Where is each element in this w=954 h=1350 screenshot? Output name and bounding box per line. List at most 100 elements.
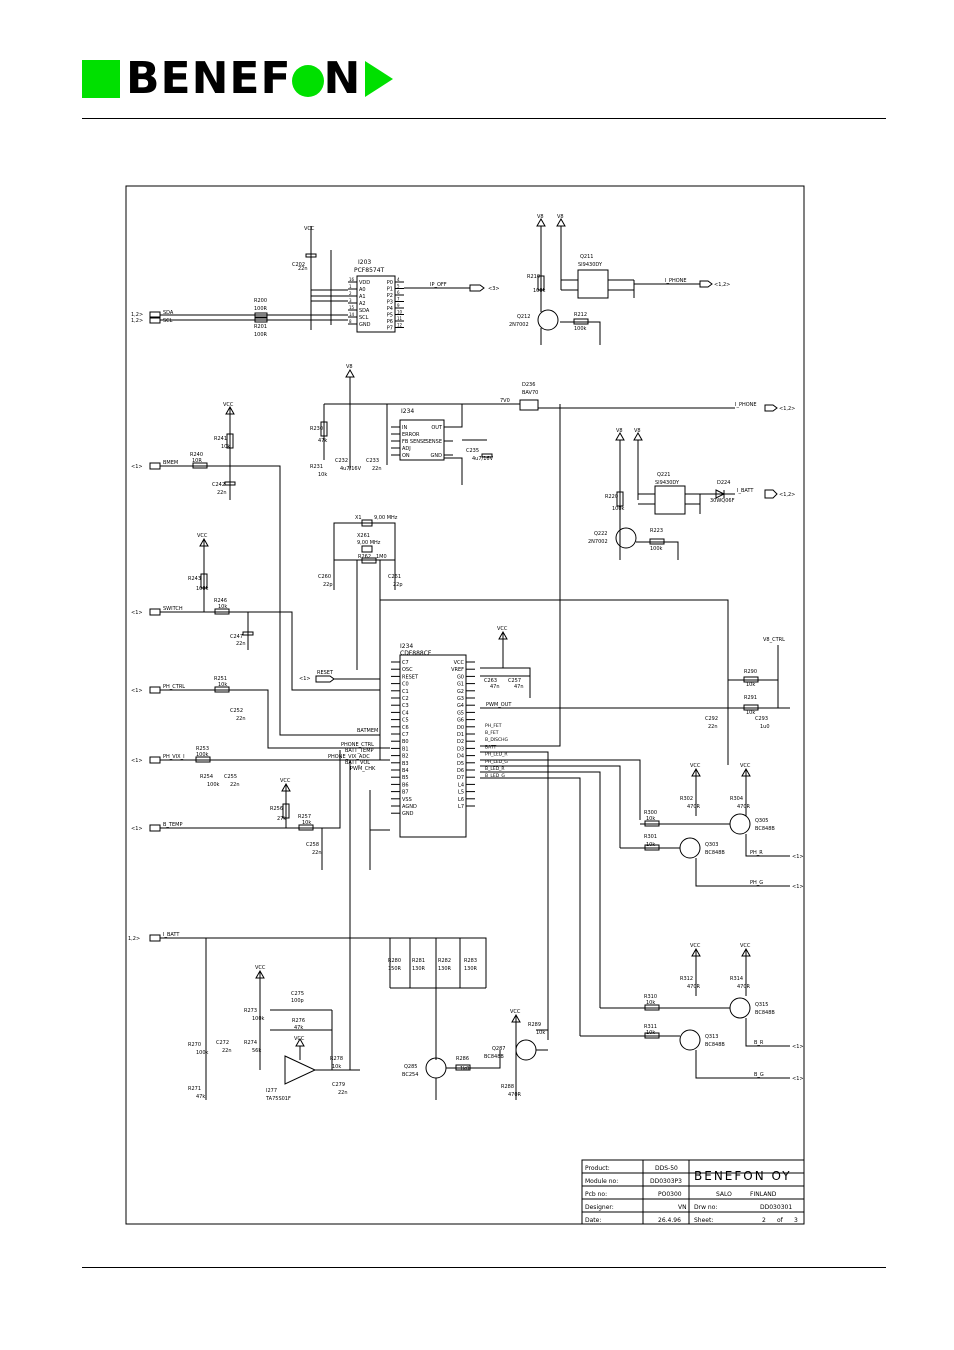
sheets-value: 3	[794, 1217, 798, 1224]
i203-left-pin-label: SCL	[359, 315, 369, 321]
r274-ref: R274	[244, 1040, 257, 1046]
drw-label: Drw no:	[694, 1204, 717, 1211]
c258-value: 22n	[312, 850, 322, 856]
r310-value: 10k	[646, 1000, 655, 1006]
i203-left-pin-label: A2	[359, 301, 366, 307]
mcu-right-pin-label: L7	[458, 804, 464, 810]
r291-body	[743, 704, 759, 711]
q211-body	[577, 269, 609, 299]
title-block-frame	[581, 1159, 805, 1225]
q212-body	[537, 309, 559, 331]
sheet-label: Sheet:	[694, 1217, 713, 1224]
r310-ref: R310	[644, 994, 657, 1000]
mcu-left-pin-label: C6	[402, 725, 409, 731]
vcc-arrow-4	[498, 630, 508, 640]
regulator-left-pin-label: FB SENSE	[402, 439, 426, 445]
r312-value: 470R	[687, 984, 701, 990]
i203-left-pin-label: SDA	[359, 308, 370, 314]
r251-ref: R251	[214, 676, 227, 682]
q315-body	[729, 997, 751, 1019]
mcu-left-pin-label: AGND	[402, 804, 417, 810]
mcu-left-pin-label: B0	[402, 739, 409, 745]
c263-value: 47n	[490, 684, 500, 690]
c272-value: 22n	[222, 1048, 232, 1054]
i-phone-port-1	[699, 280, 713, 288]
i-batt-ref-2: 1,2>	[128, 936, 140, 942]
r257-body	[298, 824, 314, 831]
mcu-left-pin-label: B4	[402, 768, 409, 774]
vcc-label-3: VCC	[197, 533, 208, 539]
mcu-left-pin-label: C3	[402, 703, 409, 709]
q303-ref: Q303	[705, 842, 718, 848]
module-label: Module no:	[585, 1178, 618, 1185]
c293-value: 1u0	[760, 724, 770, 730]
q211-part: SI9430DY	[578, 262, 603, 268]
7v0-label: 7V0	[500, 398, 510, 404]
i-phone-label-2: I_PHONE	[735, 402, 757, 408]
r302-ref: R302	[680, 796, 693, 802]
c275-value: 100p	[291, 998, 304, 1004]
c202-body	[305, 253, 317, 258]
r230-value: 47k	[318, 438, 327, 444]
scl-label: SCL	[163, 318, 173, 324]
v8-ctrl-wires	[728, 645, 779, 708]
mcu-right-pin-label: D0	[457, 725, 464, 731]
mcu-right-pin-label: L5	[458, 790, 464, 796]
i203-right-pin-number: 4	[397, 277, 400, 282]
r302-value: 470R	[687, 804, 701, 810]
r312-ref: R312	[680, 976, 693, 982]
logo-green-circle	[291, 65, 324, 97]
i277-ref: I277	[266, 1088, 277, 1094]
r310-body	[644, 1004, 660, 1011]
regulator-left-pin-label: IN	[402, 425, 407, 431]
mcu-d-net-label: BATT	[485, 744, 496, 750]
vcc-label-11: VCC	[690, 943, 701, 949]
mcu-left-pin-label: C4	[402, 710, 409, 716]
r200-value: 100R	[254, 306, 268, 312]
i203-right-pin-number: 11	[397, 316, 403, 321]
vcc-arrow-5	[281, 782, 291, 792]
q303-body	[679, 837, 701, 859]
r200-body	[254, 312, 268, 318]
regulator-right-pin-label: GND	[431, 453, 443, 459]
c292-value: 22n	[708, 724, 718, 730]
b-g-ref: <1>	[792, 1076, 804, 1082]
i203-right-pin-number: 7	[397, 297, 400, 302]
mcu-d-net-label: B_DISCHG	[485, 737, 509, 743]
v8-ctrl-label: V8_CTRL	[763, 637, 785, 643]
ph-vix-port	[149, 756, 161, 764]
mcu-right-pin-label: D5	[457, 761, 464, 767]
q315-ref: Q315	[755, 1002, 768, 1008]
r286-ref: R286	[456, 1056, 469, 1062]
ph-ctrl-port	[149, 686, 161, 694]
ph-ctrl-label: PH_CTRL	[163, 684, 185, 690]
reset-label: RESET	[317, 670, 334, 676]
r240-value: 10R	[192, 458, 202, 464]
mcu-ground-wires	[369, 790, 390, 870]
r223-ref: R223	[650, 528, 663, 534]
c258-ref: C258	[306, 842, 319, 848]
scl-port	[149, 317, 161, 324]
q221-part: SI9430DY	[655, 480, 680, 486]
mcu-left-pin-label: B5	[402, 775, 409, 781]
q287-body	[515, 1039, 537, 1061]
logo-text-right: N	[323, 53, 362, 104]
v8-arrows-top	[536, 217, 566, 227]
r243-ref: R243	[188, 576, 201, 582]
i203-left-pin-number: 8	[349, 319, 352, 324]
c255-ref: C255	[224, 774, 237, 780]
r240-ref: R240	[190, 452, 203, 458]
c255-value: 22n	[230, 782, 240, 788]
r257-value: 10k	[302, 820, 311, 826]
i203-right-pin-label: P0	[387, 280, 393, 286]
c293-ref: C293	[755, 716, 768, 722]
q287-wires	[515, 1016, 548, 1100]
regulator-right-pin-label: OUT	[431, 425, 443, 431]
r301-value: 10k	[646, 842, 655, 848]
r210-value: 100k	[533, 288, 546, 294]
r243-value: 100k	[196, 586, 209, 592]
i-batt-label-1: I_BATT	[737, 488, 754, 494]
i203-left-pin-number: 2	[349, 291, 352, 296]
